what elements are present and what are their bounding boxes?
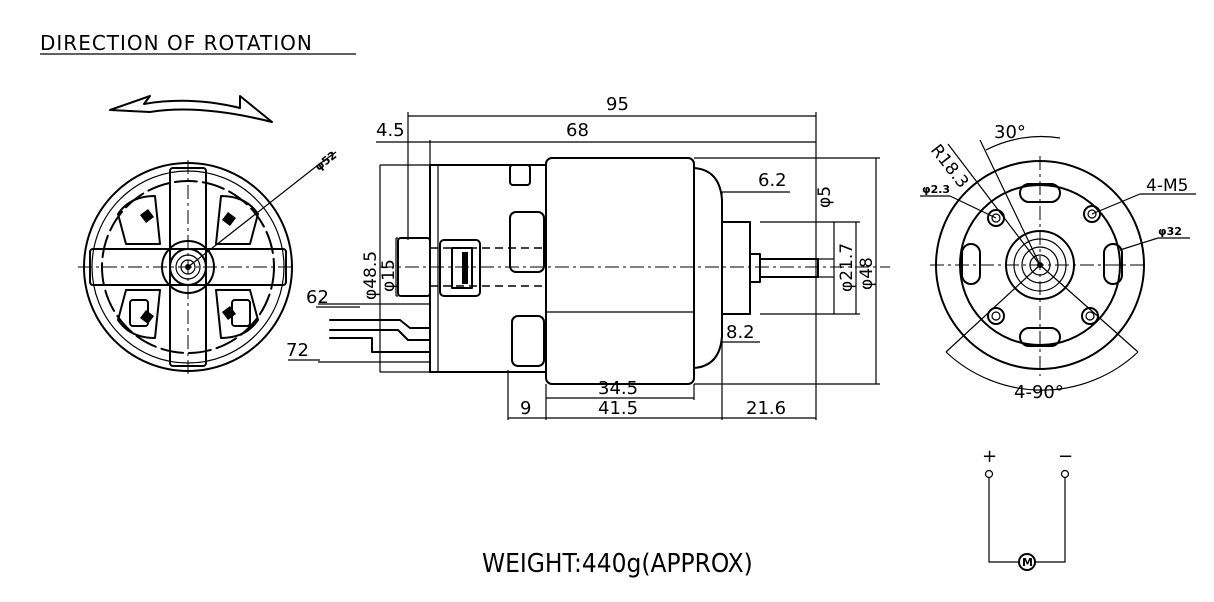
- dim-dia-15: φ15: [379, 259, 399, 292]
- rear-view: R18.3 30° φ2.3 4-M5 φ32 4-90°: [920, 122, 1196, 403]
- plus-terminal: [984, 469, 994, 479]
- dim-overall-length: 95: [606, 94, 629, 115]
- dim-dia-bushing: φ48.5: [361, 251, 381, 300]
- rear-outer-circle: [935, 160, 1145, 370]
- dim-dia-boss: φ21.7: [837, 243, 857, 292]
- plus-sign: +: [982, 446, 997, 467]
- dim-62: 62: [306, 287, 329, 308]
- minus-sign: −: [1058, 446, 1073, 467]
- front-outer-circle: [83, 162, 293, 372]
- rotation-title: DIRECTION OF ROTATION: [40, 31, 356, 55]
- rotation-title-text: DIRECTION OF ROTATION: [40, 31, 313, 55]
- dim-72: 72: [286, 340, 309, 361]
- dim-shaft-offset: 6.2: [758, 170, 787, 191]
- rear-hole-small: φ2.3: [922, 183, 950, 196]
- rear-pcd: φ32: [1158, 225, 1182, 238]
- motor-letter: M: [1022, 556, 1033, 569]
- weight-label: WEIGHT:440g(APPROX): [482, 549, 753, 579]
- dim-shaft-length: 21.6: [746, 398, 786, 419]
- dim-dia-shaft: φ5: [815, 186, 835, 208]
- dim-dia-can: φ48: [857, 257, 877, 290]
- dim-left-gap: 9: [520, 398, 531, 419]
- dim-can-total: 41.5: [598, 398, 638, 419]
- rotation-arrow: [109, 95, 273, 123]
- circuit-symbol: + − M: [982, 446, 1073, 571]
- side-view: 95 68 4.5 6.2 8.2 34.5 41.5 9 21.6 62 72…: [286, 94, 890, 420]
- motor-symbol: [1018, 553, 1036, 571]
- rear-angle-bottom: 4-90°: [1014, 382, 1064, 403]
- rear-angle-top: 30°: [994, 122, 1026, 143]
- dim-flange-step: 8.2: [726, 322, 755, 343]
- dim-left-offset: 4.5: [376, 120, 405, 141]
- dim-body-length: 68: [566, 120, 589, 141]
- minus-terminal: [1060, 469, 1070, 479]
- dim-can-length: 34.5: [598, 378, 638, 399]
- rear-thread: 4-M5: [1146, 176, 1188, 196]
